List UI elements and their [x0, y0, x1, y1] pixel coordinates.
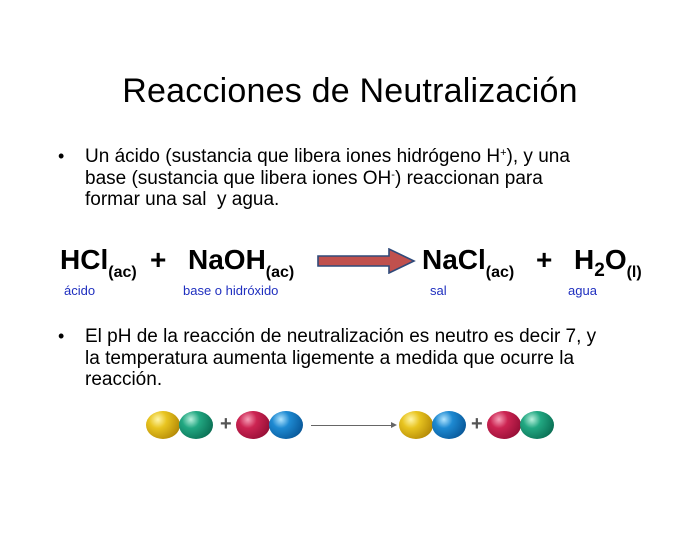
label-water: agua: [568, 283, 597, 298]
bullet-line: Un ácido (sustancia que libera iones hid…: [85, 146, 570, 167]
bullet-line: formar una sal y agua.: [85, 189, 280, 210]
molecule-diagram: + +: [0, 411, 700, 441]
bullet-line: la temperatura aumenta ligemente a medid…: [85, 347, 575, 369]
product-water: H2O(l): [574, 244, 642, 281]
plus-sign: +: [150, 244, 167, 275]
product-nacl: NaCl(ac): [422, 244, 515, 281]
bullet-dot: •: [58, 146, 65, 166]
red-sphere-icon: [236, 411, 270, 439]
bullet-line: base (sustancia que libera iones OH-) re…: [85, 167, 543, 189]
reactant-hcl: HCl(ac): [60, 244, 137, 281]
bullet-line: El pH de la reacción de neutralización e…: [85, 326, 597, 347]
green-sphere-icon: [520, 411, 554, 439]
slide-title: Reacciones de Neutralización: [122, 72, 578, 110]
bullet-dot: •: [58, 326, 65, 346]
green-sphere-icon: [179, 411, 213, 439]
blue-sphere-icon: [432, 411, 466, 439]
bullet-line: reacción.: [85, 369, 163, 390]
yellow-sphere-icon: [146, 411, 180, 439]
plus-sign: +: [471, 413, 483, 435]
blue-sphere-icon: [269, 411, 303, 439]
plus-sign: +: [536, 244, 553, 275]
reaction-arrow-icon: [311, 422, 397, 428]
red-sphere-icon: [487, 411, 521, 439]
label-acid: ácido: [64, 283, 96, 298]
reactant-naoh: NaOH(ac): [188, 244, 295, 281]
label-salt: sal: [430, 283, 447, 298]
bullet-ph: • El pH de la reacción de neutralización…: [58, 326, 658, 391]
label-base: base o hidróxido: [183, 283, 279, 298]
bullet-acid-base: • Un ácido (sustancia que libera iones h…: [58, 146, 658, 211]
reaction-arrow-icon: [317, 248, 416, 274]
yellow-sphere-icon: [399, 411, 433, 439]
plus-sign: +: [220, 413, 232, 435]
